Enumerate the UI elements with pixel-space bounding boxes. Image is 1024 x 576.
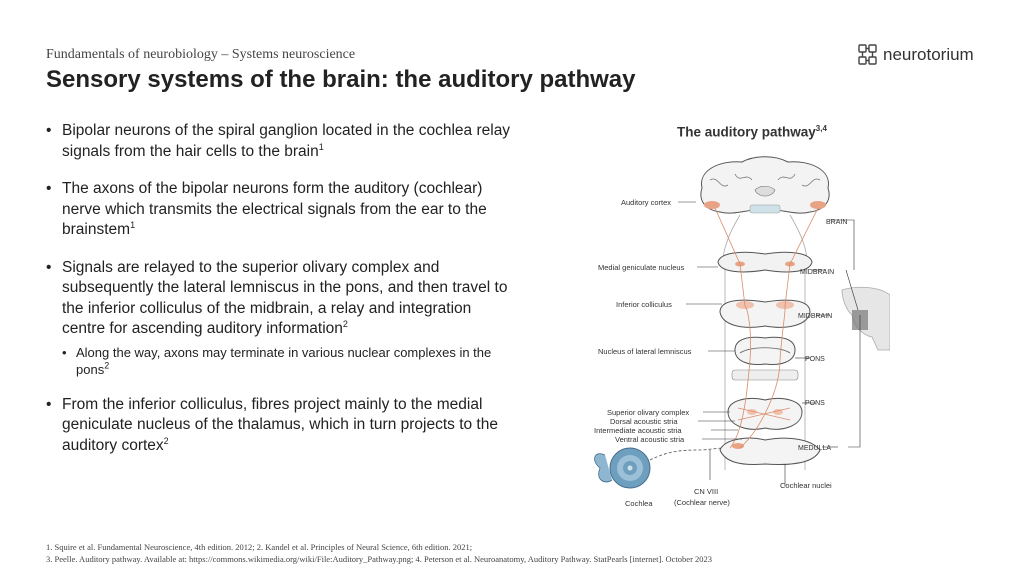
label-dorsal-stria: Dorsal acoustic stria xyxy=(610,417,678,426)
midbrain-section xyxy=(719,299,811,328)
level-midbrain-2: MIDBRAIN xyxy=(798,313,832,320)
thalamus-section xyxy=(717,251,813,273)
reference-line: 3. Peelle. Auditory pathway. Available a… xyxy=(46,554,713,564)
label-intermediate-stria: Intermediate acoustic stria xyxy=(594,426,682,435)
sub-bullet-list: Along the way, axons may terminate in va… xyxy=(62,344,516,378)
cochlea-icon xyxy=(594,447,651,489)
label-cn-viii: CN VIII xyxy=(694,487,718,496)
reference-marker: 1 xyxy=(130,219,136,230)
neuron-logo-icon xyxy=(858,44,877,65)
brand-logo: neurotorium xyxy=(857,43,974,67)
slide-title: Sensory systems of the brain: the audito… xyxy=(46,66,636,93)
level-medulla: MEDULLA xyxy=(798,445,831,452)
bullet-item: Signals are relayed to the superior oliv… xyxy=(46,258,516,378)
reference-marker: 2 xyxy=(342,318,348,329)
reference-marker: 3,4 xyxy=(815,124,827,133)
references: 1. Squire et al. Fundamental Neuroscienc… xyxy=(46,541,712,565)
label-cochlear-nerve: (Cochlear nerve) xyxy=(674,498,730,507)
reference-marker: 2 xyxy=(104,360,110,371)
reference-marker: 2 xyxy=(163,435,169,446)
bullet-list: Bipolar neurons of the spiral ganglion l… xyxy=(46,121,516,473)
label-auditory-cortex: Auditory cortex xyxy=(621,198,671,207)
level-pons-1: PONS xyxy=(805,356,825,363)
label-inferior-colliculus: Inferior colliculus xyxy=(616,300,672,309)
ascending-fibres xyxy=(714,207,819,449)
reference-marker: 1 xyxy=(318,141,324,152)
head-silhouette-icon xyxy=(841,286,890,351)
label-ventral-stria: Ventral acoustic stria xyxy=(615,435,685,444)
level-midbrain-1: MIDBRAIN xyxy=(800,269,834,276)
auditory-pathway-diagram: Auditory cortex Medial geniculate nucleu… xyxy=(594,156,890,508)
level-pons-2: PONS xyxy=(805,400,825,407)
label-lateral-lemniscus: Nucleus of lateral lemniscus xyxy=(598,347,692,356)
bullet-item: Bipolar neurons of the spiral ganglion l… xyxy=(46,121,516,162)
cerebrum-section xyxy=(700,156,830,214)
course-subtitle: Fundamentals of neurobiology – Systems n… xyxy=(46,47,356,62)
pons-section xyxy=(731,336,799,381)
label-superior-olivary: Superior olivary complex xyxy=(607,408,689,417)
cochlear-nerve xyxy=(649,447,723,461)
brand-name: neurotorium xyxy=(883,45,974,64)
sub-bullet-item: Along the way, axons may terminate in va… xyxy=(62,344,516,378)
brainstem-column xyxy=(722,214,808,470)
level-brain: BRAIN xyxy=(826,219,847,226)
label-cochlea: Cochlea xyxy=(625,499,653,508)
reference-line: 1. Squire et al. Fundamental Neuroscienc… xyxy=(46,542,473,552)
figure-title: The auditory pathway3,4 xyxy=(677,124,827,140)
bullet-item: The axons of the bipolar neurons form th… xyxy=(46,179,516,241)
bullet-item: From the inferior colliculus, fibres pro… xyxy=(46,395,516,457)
label-medial-geniculate: Medial geniculate nucleus xyxy=(598,263,685,272)
medulla-section xyxy=(719,437,821,465)
label-cochlear-nuclei: Cochlear nuclei xyxy=(780,481,832,490)
